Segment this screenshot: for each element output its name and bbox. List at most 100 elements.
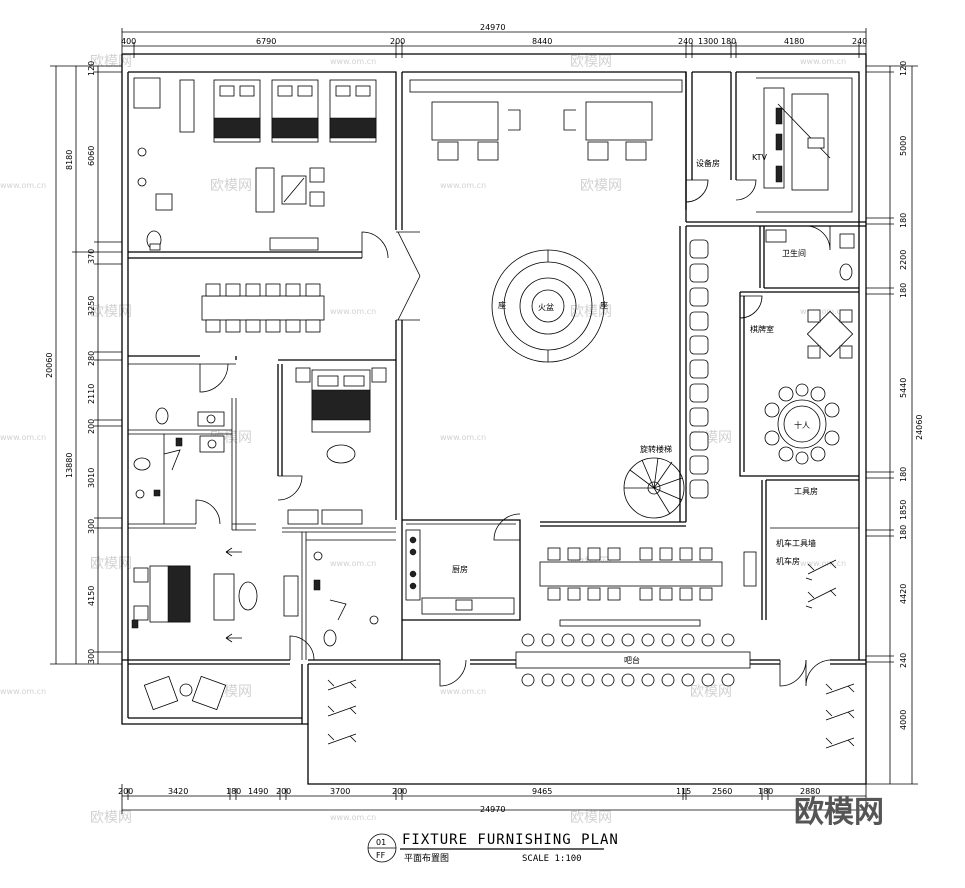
dim-top: 240: [852, 37, 867, 46]
watermark-url: www.om.cn: [330, 813, 376, 822]
room-labels: 设备房 KTV 卫生间 棋牌室 十人 火盆 座 座 旋转楼梯 厨房 工具房 机车…: [452, 153, 818, 665]
dim-left-inner: 300: [87, 519, 96, 534]
dim-right: 5440: [899, 378, 908, 398]
dim-right-outer: 24060: [915, 415, 924, 440]
label-ten-person-table: 十人: [794, 420, 810, 430]
label-moto-tool-wall: 机车工具墙: [776, 538, 816, 548]
long-table: [539, 547, 723, 627]
guest-bedroom: [287, 367, 387, 525]
dim-bottom: 3700: [330, 787, 350, 796]
watermark-url: www.om.cn: [330, 57, 376, 66]
bathroom-fixtures: [133, 407, 225, 499]
dim-top: 6790: [256, 37, 276, 46]
dim-left-inner: 280: [87, 351, 96, 366]
walls: [121, 53, 867, 785]
dim-right: 4420: [899, 584, 908, 604]
dim-left-inner: 200: [87, 419, 96, 434]
dim-right: 180: [899, 525, 908, 540]
dim-bottom: 200: [392, 787, 407, 796]
watermark: 欧模网: [90, 556, 132, 572]
plan-title: FIXTURE FURNISHING PLAN: [402, 832, 619, 848]
dim-bottom: 115: [676, 787, 691, 796]
site-logo: 欧模网: [794, 795, 884, 830]
dim-top: 240: [678, 37, 693, 46]
dim-right: 1850: [899, 500, 908, 520]
title-block: 01 FF FIXTURE FURNISHING PLAN 平面布置图 SCAL…: [367, 832, 619, 864]
plan-scale: SCALE 1:100: [522, 854, 582, 864]
kitchen-fixtures: [405, 529, 515, 615]
watermark-url: www.om.cn: [330, 559, 376, 568]
doors: [195, 179, 831, 687]
dim-right: 120: [899, 61, 908, 76]
label-kitchen: 厨房: [452, 564, 468, 574]
dim-top: 8440: [532, 37, 552, 46]
label-tool-room: 工具房: [794, 486, 818, 496]
lounge-chairs: [143, 675, 227, 711]
bar-counter: [515, 633, 751, 687]
dim-bottom: 200: [276, 787, 291, 796]
watermark: 欧模网: [90, 304, 132, 320]
watermark-url: www.om.cn: [440, 687, 486, 696]
label-chess-room: 棋牌室: [750, 324, 774, 334]
label-device-room: 设备房: [696, 158, 720, 168]
dim-bottom: 9465: [532, 787, 552, 796]
dim-left-outer: 20060: [45, 353, 54, 378]
dim-left-outer: 13880: [65, 453, 74, 478]
dim-left-outer: 8180: [65, 150, 74, 170]
sheet-code: FF: [376, 851, 386, 860]
watermark: 欧模网: [580, 178, 622, 194]
watermark: 欧模网: [690, 684, 732, 700]
dim-left-inner: 2110: [87, 384, 96, 404]
watermark: 欧模网: [570, 810, 612, 826]
label-toilet: 卫生间: [782, 248, 806, 258]
dim-left-inner: 4150: [87, 586, 96, 606]
dim-top: 180: [721, 37, 736, 46]
ktv-room: [763, 87, 831, 191]
dim-right: 180: [899, 467, 908, 482]
watermark: 欧模网: [90, 54, 132, 70]
dim-right: 4000: [899, 710, 908, 730]
dim-left-inner: 3010: [87, 468, 96, 488]
dim-top: 200: [390, 37, 405, 46]
dim-left-inner: 120: [87, 61, 96, 76]
bar-seating-column: [689, 239, 709, 499]
dim-top: 4180: [784, 37, 804, 46]
watermark: 欧模网: [90, 810, 132, 826]
watermark-url: www.om.cn: [800, 57, 846, 66]
dim-left-inner: 6060: [87, 146, 96, 166]
plan-subtitle: 平面布置图: [404, 852, 449, 864]
label-seat-left: 座: [498, 300, 506, 310]
watermark: 欧模网: [570, 304, 612, 320]
watermark-url: www.om.cn: [440, 433, 486, 442]
dim-right: 2200: [899, 250, 908, 270]
dim-top-total: 24970: [480, 23, 505, 32]
watermark-url: www.om.cn: [0, 433, 46, 442]
watermark-url: www.om.cn: [0, 181, 46, 190]
dim-bottom: 2880: [800, 787, 820, 796]
dim-bottom: 1490: [248, 787, 268, 796]
watermark-layer: 欧模网 欧模网 欧模网 欧模网 欧模网 欧模网 欧模网 欧模网 欧模网 欧模网 …: [0, 54, 846, 826]
dim-bottom: 3420: [168, 787, 188, 796]
dim-right: 5000: [899, 136, 908, 156]
watermark-url: www.om.cn: [0, 687, 46, 696]
dining-table: [201, 283, 325, 333]
bunk-bed: [271, 79, 319, 143]
spiral-staircase: [623, 457, 685, 519]
label-bar: 吧台: [624, 655, 640, 665]
bunk-bed: [213, 79, 261, 143]
dorm-room-furniture: [133, 77, 377, 251]
dim-bottom: 2560: [712, 787, 732, 796]
watermark-url: www.om.cn: [800, 559, 846, 568]
label-moto-room: 机车房: [776, 556, 800, 566]
dim-bottom: 200: [118, 787, 133, 796]
dim-bottom: 180: [226, 787, 241, 796]
label-ktv: KTV: [752, 153, 768, 162]
watermark-url: www.om.cn: [440, 181, 486, 190]
watermark-url: www.om.cn: [330, 307, 376, 316]
toilet-fixtures: [765, 229, 855, 281]
watermark: 欧模网: [570, 54, 612, 70]
dim-right: 180: [899, 213, 908, 228]
dim-left-inner: 3250: [87, 296, 96, 316]
sheet-number: 01: [376, 838, 386, 847]
dimension-lines: 24970 400 6790 200 8440 240 1300 180 418…: [45, 23, 924, 814]
